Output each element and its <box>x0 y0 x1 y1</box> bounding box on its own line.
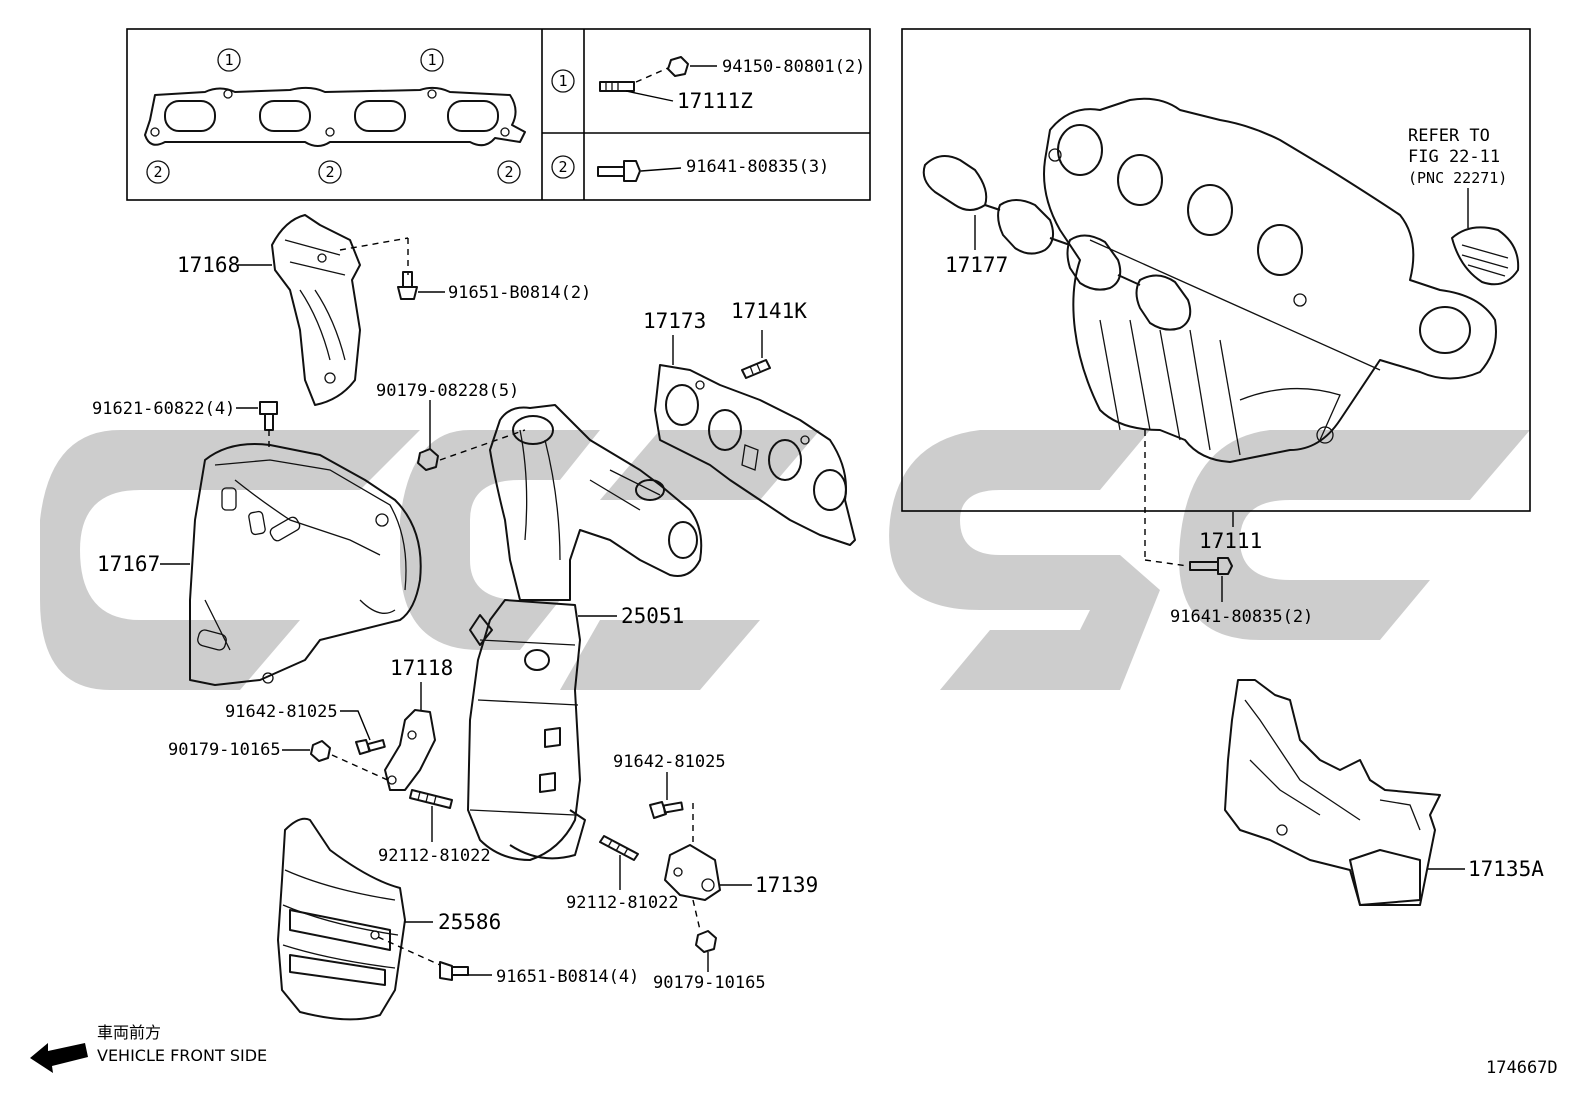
throttle-body-gasket <box>1451 226 1520 286</box>
heat-insulator-17168 <box>271 214 361 406</box>
exhaust-manifold-25051 <box>467 404 703 861</box>
label-91651-b0814-2: 91651-B0814(2) <box>448 283 591 303</box>
bolt-icon <box>649 801 684 819</box>
heat-insulator-17135a <box>1224 679 1441 906</box>
label-17168: 17168 <box>177 253 240 277</box>
direction-english: VEHICLE FRONT SIDE <box>97 1046 267 1065</box>
label-91642-81025-left: 91642-81025 <box>225 702 338 722</box>
label-17111z: 17111Z <box>677 89 753 113</box>
label-91651-b0814-4: 91651-B0814(4) <box>496 967 639 987</box>
nut-icon <box>310 740 331 762</box>
bracket-17118 <box>384 709 436 791</box>
label-91641-80835-3: 91641-80835(3) <box>686 157 829 177</box>
label-90179-10165-right: 90179-10165 <box>653 973 766 993</box>
figure-code: 174667D <box>1486 1058 1558 1078</box>
bolt-icon <box>1189 557 1233 575</box>
label-17173: 17173 <box>643 309 706 333</box>
label-92112-81022-right: 92112-81022 <box>566 893 679 913</box>
label-90179-08228: 90179-08228(5) <box>376 381 519 401</box>
label-25051: 25051 <box>621 604 684 628</box>
label-17141k: 17141K <box>731 299 807 323</box>
svg-text:1: 1 <box>224 51 233 69</box>
refer-text-line1: REFER TO <box>1408 126 1490 146</box>
nut-icon <box>695 930 717 953</box>
bolt-icon <box>259 401 278 431</box>
label-17111: 17111 <box>1199 529 1262 553</box>
gasket-detail-box: 1 1 2 2 2 1 2 <box>126 28 871 201</box>
label-90179-10165-left: 90179-10165 <box>168 740 281 760</box>
svg-text:2: 2 <box>325 163 334 181</box>
exhaust-manifold-gasket <box>144 86 526 147</box>
ref-circle-2-right: 2 <box>497 160 521 184</box>
heat-insulator-17167 <box>189 443 422 686</box>
label-17167: 17167 <box>97 552 160 576</box>
label-92112-81022-left: 92112-81022 <box>378 846 491 866</box>
label-17177: 17177 <box>945 253 1008 277</box>
nut-icon <box>667 56 689 77</box>
refer-text-line2: FIG 22-11 <box>1408 147 1500 167</box>
ref-circle-2-left: 2 <box>146 160 170 184</box>
label-91642-81025-right: 91642-81025 <box>613 752 726 772</box>
svg-text:1: 1 <box>558 72 567 90</box>
stud-icon <box>599 835 639 861</box>
ref-circle-2-row: 2 <box>551 155 575 179</box>
ref-circle-1-right: 1 <box>420 48 444 72</box>
label-91621-60822: 91621-60822(4) <box>92 399 235 419</box>
label-17139: 17139 <box>755 873 818 897</box>
watermark <box>40 430 1530 690</box>
intake-manifold-17111 <box>1043 97 1497 463</box>
ref-circle-2-middle: 2 <box>318 160 342 184</box>
stud-icon <box>599 81 635 92</box>
label-94150-80801: 94150-80801(2) <box>722 57 865 77</box>
stud-icon <box>741 359 771 379</box>
direction-japanese: 車両前方 <box>97 1023 161 1042</box>
exhaust-gasket-17173 <box>654 364 856 546</box>
ref-circle-1-left: 1 <box>217 48 241 72</box>
vehicle-front-indicator: 車両前方 VEHICLE FRONT SIDE <box>30 1023 267 1073</box>
intake-manifold-box: REFER TO FIG 22-11 (PNC 22271) 17177 <box>901 28 1531 560</box>
bracket-17139 <box>664 844 721 901</box>
stud-icon <box>409 789 453 809</box>
svg-text:1: 1 <box>427 51 436 69</box>
refer-text-line3: (PNC 22271) <box>1408 169 1507 187</box>
label-17135a: 17135A <box>1468 857 1544 881</box>
bolt-icon <box>597 160 641 182</box>
bolt-icon <box>397 271 418 300</box>
label-25586: 25586 <box>438 910 501 934</box>
heat-insulator-25586 <box>277 817 406 1021</box>
svg-text:2: 2 <box>153 163 162 181</box>
label-91641-80835-2: 91641-80835(2) <box>1170 607 1313 627</box>
bolt-icon <box>355 739 386 755</box>
ref-circle-1-row: 1 <box>551 69 575 93</box>
svg-text:2: 2 <box>504 163 513 181</box>
bolt-icon <box>439 961 469 981</box>
intake-gasket-17177 <box>922 155 1192 331</box>
svg-text:2: 2 <box>558 158 567 176</box>
nut-icon <box>417 448 439 471</box>
direction-arrow-icon <box>30 1043 88 1073</box>
label-17118: 17118 <box>390 656 453 680</box>
